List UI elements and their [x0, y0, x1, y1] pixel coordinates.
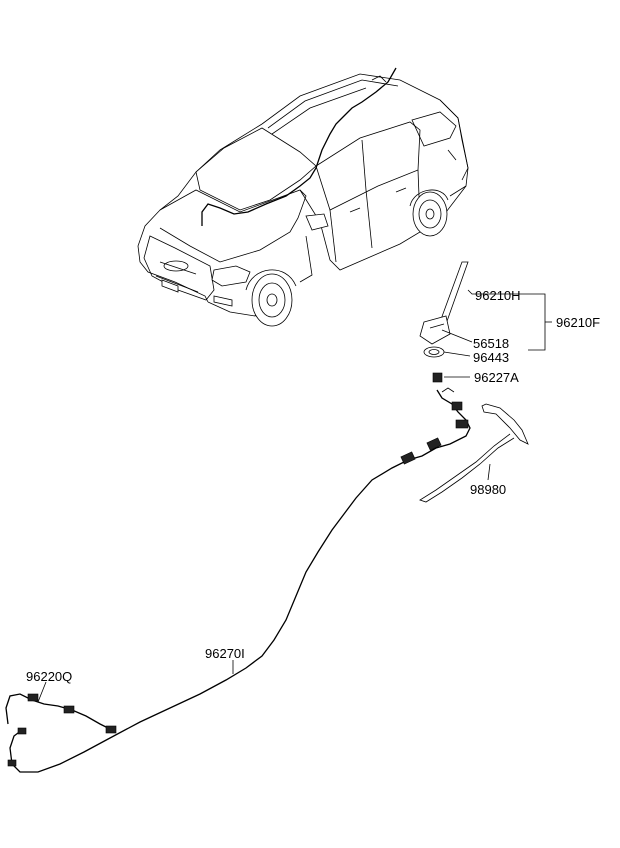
- bracket-98980: [419, 403, 529, 503]
- callout-96210f: 96210F: [556, 315, 600, 330]
- callout-96270i: 96270I: [205, 646, 245, 661]
- callout-labels: 96210H 96210F 56518 96443 96227A 98980 9…: [26, 288, 600, 684]
- antenna-cable-main: [9, 387, 471, 773]
- callout-98980: 98980: [470, 482, 506, 497]
- callout-96443: 96443: [473, 350, 509, 365]
- vehicle-illustration: [137, 67, 469, 327]
- leader-lines: [37, 289, 552, 703]
- callout-96210h: 96210H: [475, 288, 521, 303]
- callout-96227a: 96227A: [474, 370, 519, 385]
- callout-96220q: 96220Q: [26, 669, 72, 684]
- callout-56518: 56518: [473, 336, 509, 351]
- antenna-assembly: [419, 261, 469, 383]
- antenna-cable-rear: [5, 693, 117, 767]
